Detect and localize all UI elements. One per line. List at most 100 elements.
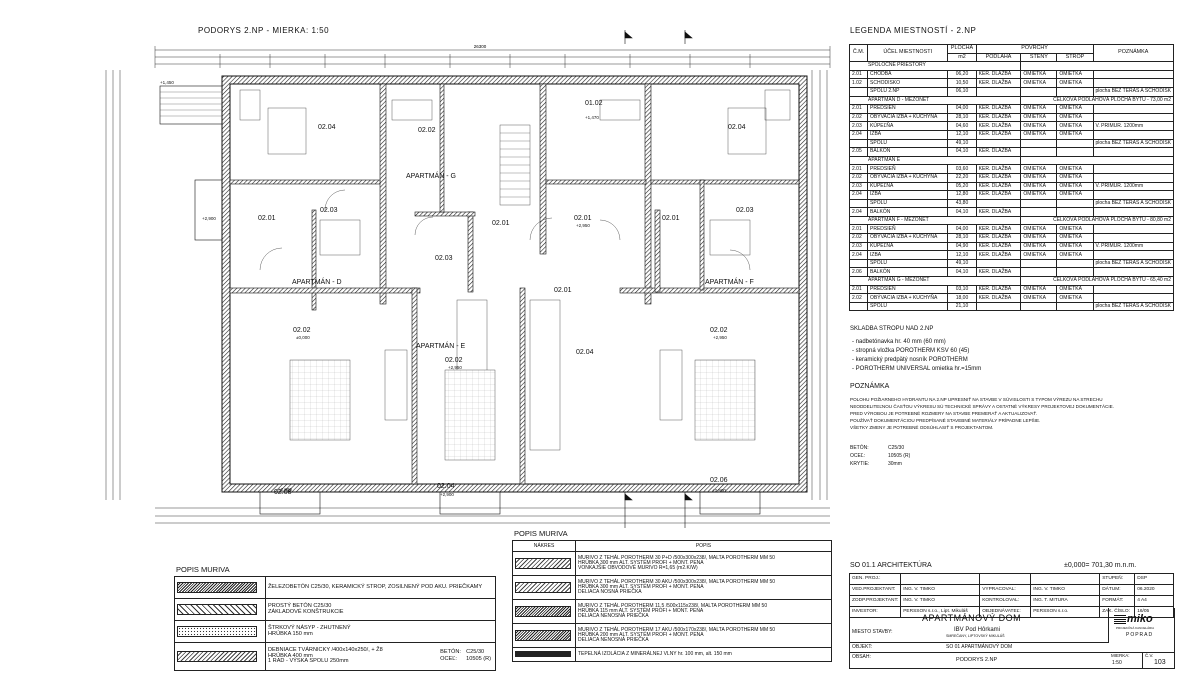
murivo-desc: MURIVO Z TEHÁL POROTHERM 17 AKU /500x170… — [575, 623, 832, 648]
room-label: 02.04 — [728, 124, 746, 131]
room-labels: 02.04 02.02 01.02 02.04 02.03 02.01 02.0… — [258, 100, 754, 496]
murivo-desc: MURIVO Z TEHÁL POROTHERM 30 P+D /500x300… — [575, 551, 832, 576]
ceiling-item: - stropná vložka POROTHERM KSV 60 (45) — [852, 348, 970, 354]
room-label: 02.01 — [662, 215, 680, 222]
ceiling-item: - keramický predpätý nosník POROTHERM — [852, 357, 968, 363]
room-label: 02.06 — [710, 477, 728, 484]
overall-dimension: 26300 — [474, 44, 487, 49]
room-label: 02.03 — [320, 207, 338, 214]
section-markers — [624, 30, 693, 528]
interior-walls — [229, 83, 800, 485]
door-swings — [259, 189, 751, 271]
cv-label: Č.V. — [1145, 653, 1154, 658]
level-label: +2,900 — [712, 488, 726, 493]
legend-title: LEGENDA MIESTNOSTÍ - 2.NP — [850, 26, 977, 35]
mierka-value: 1:50 — [1112, 660, 1122, 666]
murivo-left-table: ŽELEZOBETÓN C25/30, KERAMICKÝ STROP, ZOS… — [174, 576, 496, 671]
obsah-label: OBSAH: — [852, 654, 871, 660]
room-label: 02.01 — [492, 220, 510, 227]
level-label: +2,950 — [713, 335, 727, 340]
material-label: KRYTIE: — [850, 461, 870, 467]
pattern-swatch — [177, 626, 257, 637]
pattern-swatch — [515, 630, 571, 641]
titleblock-header-right: ±0,000= 701,30 m.n.m. — [1064, 562, 1137, 569]
level-label: +1,470 — [585, 115, 599, 120]
objekt-value: SO 01 APARTMÁNOVÝ DOM — [946, 644, 1013, 650]
logo-city: POPRAD — [1126, 632, 1154, 638]
note-lines: POLOHU POŽIARNEHO HYDRANTU NA 2.NP UPRES… — [850, 396, 1114, 431]
pattern-swatch — [515, 558, 571, 569]
titleblock-table: GEN. PROJ.: STUPEŇ:DSP VED.PROJEKTANT:IN… — [848, 573, 1174, 618]
logo-mark-icon — [1114, 615, 1126, 624]
exterior-walls — [221, 75, 808, 493]
miesto-value: IBV Pod Hôrkami — [954, 627, 1001, 633]
project-title: APARTMÁNOVÝ DOM — [922, 613, 1022, 623]
room-label: 02.03 — [736, 207, 754, 214]
dimension-lines-bottom — [155, 507, 830, 524]
room-label: 02.04 — [576, 349, 594, 356]
room-label: 02.01 — [574, 215, 592, 222]
room-label: 02.01 — [258, 215, 276, 222]
pattern-swatch — [515, 651, 571, 658]
note-materials: BETÓN:C25/30 OCEĽ:10505 (R) KRYTIE:30mm — [850, 444, 910, 468]
murivo-desc: TEPELNÁ IZOLÁCIA Z MINERÁLNEJ VLNY hr. 1… — [575, 647, 832, 662]
room-label: 02.04 — [318, 124, 336, 131]
ceiling-title: SKLADBA STROPU NAD 2.NP — [850, 326, 934, 332]
balconies — [159, 85, 761, 515]
murivo-right-title: POPIS MURIVA — [514, 529, 568, 538]
level-label: +1,450 — [160, 80, 174, 85]
room-label: 02.08 — [274, 489, 292, 496]
level-label: +2,950 — [448, 365, 462, 370]
mierka-label: MIERKA: — [1111, 653, 1130, 658]
logo-icon: miko — [1127, 613, 1153, 625]
col-m2: m2 — [947, 52, 977, 63]
room-label: 02.01 — [554, 287, 572, 294]
objekt-label: OBJEKT: — [852, 644, 873, 650]
level-label: +2,900 — [440, 492, 454, 497]
material-value: 30mm — [888, 461, 902, 467]
note-line: POUŽÍVAŤ DOKUMENTÁCIOU PREDPÍSANÉ STAVEB… — [850, 418, 1041, 423]
apartment-label: APARTMÁN - D — [292, 277, 342, 286]
apartment-label: APARTMÁN - G — [406, 171, 456, 180]
level-label: ±0,000 — [296, 335, 310, 340]
material-value: C25/30 — [888, 445, 905, 451]
col-steny: STENY — [1020, 52, 1058, 63]
room-label: 01.02 — [585, 100, 603, 107]
col-nakres: NÁKRES — [512, 540, 576, 552]
furniture — [239, 89, 791, 461]
material-label: OCEĽ: — [850, 453, 866, 459]
level-label: +2,900 — [278, 487, 292, 492]
level-label: +2,950 — [576, 223, 590, 228]
note-line: VŠETKY ZMENY JE POTREBNÉ ODSÚHLASIŤ S PR… — [850, 425, 994, 430]
note-title: POZNÁMKA — [850, 383, 890, 390]
room-label: 02.02 — [710, 327, 728, 334]
pattern-swatch — [177, 604, 257, 615]
pattern-swatch — [515, 606, 571, 617]
room-label: 02.02 — [418, 127, 436, 134]
murivo-desc: ŽELEZOBETÓN C25/30, KERAMICKÝ STROP, ZOS… — [265, 576, 496, 599]
col-poznamka: POZNÁMKA — [1092, 43, 1174, 63]
murivo-desc: MURIVO Z TEHÁL POROTHERM 11,5 /500x115x2… — [575, 599, 832, 624]
col-strop: STROP — [1056, 52, 1094, 63]
col-cm: Č.M. — [848, 43, 869, 63]
